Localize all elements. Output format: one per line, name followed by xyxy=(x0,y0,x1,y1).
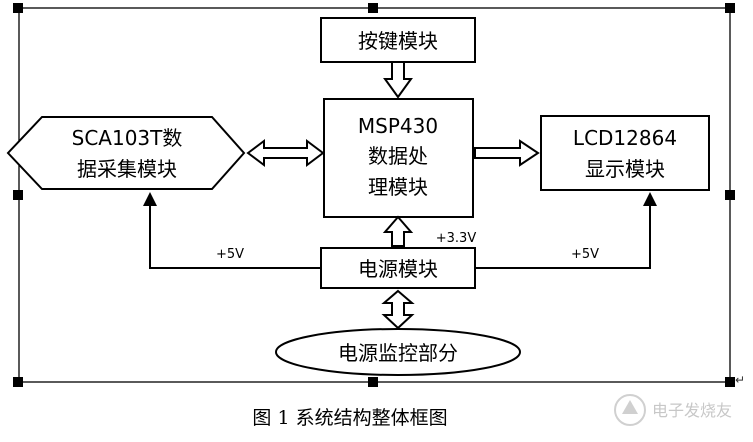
mcu-label-line2: 数据处 xyxy=(368,144,428,168)
power-to-sensor-line xyxy=(149,203,321,269)
keys-module-box xyxy=(320,17,476,63)
mcu-label-line1: MSP430 xyxy=(358,114,438,138)
power-monitor-label: 电源监控部分 xyxy=(338,341,458,365)
figure-caption: 图 1 系统结构整体框图 xyxy=(252,407,447,429)
watermark-logo: 电子发烧友 xyxy=(614,394,732,426)
mcu-label-line3: 理模块 xyxy=(368,175,428,199)
paragraph-mark: ↵ xyxy=(735,373,745,387)
power-monitor-ellipse xyxy=(275,328,521,376)
lcd-label-line2: 显示模块 xyxy=(585,157,665,181)
lcd-label-line1: LCD12864 xyxy=(573,126,677,150)
voltage-label-right: +5V xyxy=(571,247,599,262)
keys-to-mcu-arrow xyxy=(383,61,413,99)
lcd-module-box xyxy=(540,115,710,191)
sensor-label-line2: 据采集模块 xyxy=(77,157,177,181)
power-to-mcu-arrow xyxy=(382,215,414,247)
mcu-to-lcd-arrow xyxy=(474,139,540,167)
power-to-sensor-arrowhead xyxy=(143,192,157,206)
power-module-label: 电源模块 xyxy=(358,257,438,281)
watermark-text: 电子发烧友 xyxy=(652,401,732,420)
power-to-lcd-line xyxy=(475,203,651,269)
sensor-module-hexagon xyxy=(6,116,246,190)
voltage-label-center: +3.3V xyxy=(436,231,477,246)
sensor-label-line1: SCA103T数 xyxy=(72,126,183,150)
voltage-label-left: +5V xyxy=(216,247,244,262)
selection-handles[interactable] xyxy=(13,3,735,387)
keys-module-label: 按键模块 xyxy=(358,29,438,53)
sensor-mcu-double-arrow xyxy=(246,139,325,167)
power-to-lcd-arrowhead xyxy=(643,192,657,206)
power-monitor-double-arrow xyxy=(381,289,415,330)
